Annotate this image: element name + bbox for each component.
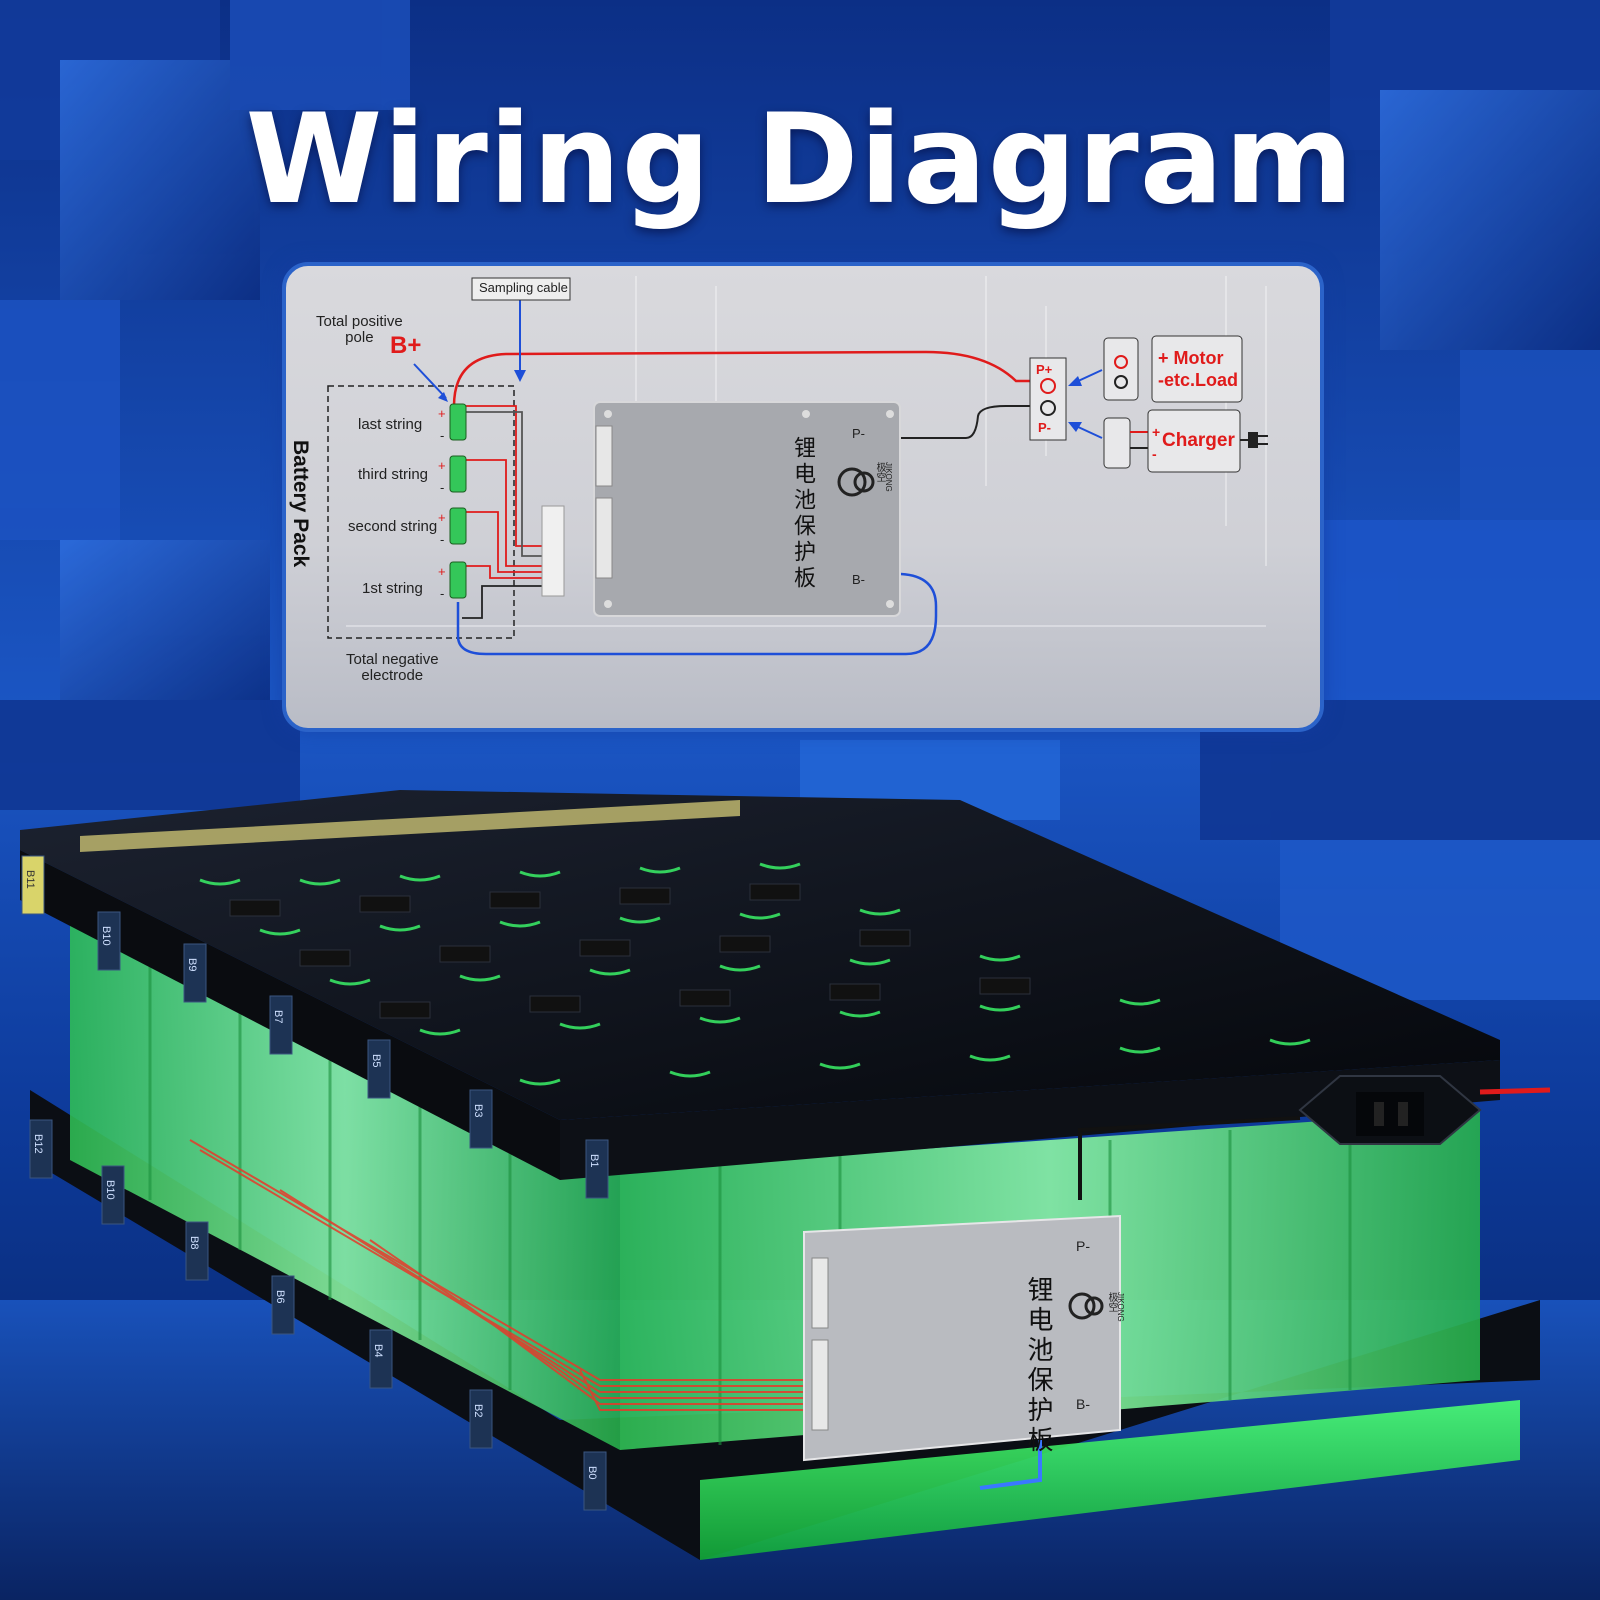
b-plus-label: B+ (390, 332, 422, 359)
pack-board-brand: JIKONG (1116, 1292, 1125, 1322)
charger-connector (1103, 417, 1131, 469)
pack-tag-b9: B9 (186, 958, 198, 972)
pack-tag-b11: B11 (24, 870, 36, 889)
pack-board-chinese-text: 锂电池保护板 (1023, 1276, 1053, 1456)
pack-tag-b7: B7 (272, 1010, 284, 1024)
load-minus-label: -etc.Load (1158, 370, 1239, 390)
board-brand: JIKONG (884, 462, 893, 492)
base-plate (30, 1090, 1540, 1560)
pack-tag-b5: B5 (370, 1054, 382, 1068)
sampling-cable-label: Sampling cable (479, 280, 568, 295)
pack-tag-b10-top: B10 (100, 926, 112, 946)
black-cable (1078, 1116, 1301, 1200)
pack-board-brand-cn: 极空 (1106, 1292, 1117, 1312)
string-label-last: last string (358, 416, 423, 433)
pack-tag-b6: B6 (274, 1290, 286, 1304)
cell-plus-2: + (438, 458, 446, 473)
load-box (1151, 335, 1243, 403)
p-terminal-block (1029, 357, 1067, 441)
board-chinese-text: 锂电池保护板 (790, 436, 815, 592)
sampling-cable-box (471, 277, 571, 301)
terminal-p-minus-label: P- (1038, 420, 1051, 435)
board-brand-cn: 极空 (874, 462, 885, 482)
wiring-diagram-lines (327, 276, 1268, 656)
cell-minus-3: - (440, 532, 445, 547)
string-label-third: third string (358, 466, 429, 483)
page-title: Wiring Diagram (245, 88, 1355, 232)
pack-blue-wire (979, 1440, 1042, 1490)
pack-tag-b3: B3 (472, 1104, 484, 1118)
string-tags (21, 855, 609, 1511)
wiring-diagram-panel: Sampling cable Total positive pole B+ la… (282, 262, 1324, 732)
red-cable (1479, 1087, 1551, 1095)
pack-board-p-minus: P- (1076, 1238, 1090, 1254)
pack-tag-b10-bottom: B10 (104, 1180, 116, 1200)
cell-plus-1: + (438, 406, 446, 421)
battery-pack-box (327, 385, 515, 639)
top-holder (20, 790, 1500, 1120)
total-negative-electrode-label: Total negative electrode (346, 651, 439, 684)
cell-minus-2: - (440, 480, 445, 495)
board-b-minus-label: B- (852, 572, 865, 587)
green-base-glow (700, 1400, 1520, 1560)
pack-board-cloud-icon (1068, 1292, 1104, 1320)
terminal-p-plus-label: P+ (1036, 362, 1053, 377)
load-plus-label: + Motor (1158, 348, 1224, 368)
positive-wire (452, 350, 1038, 407)
charger-label: Charger (1162, 430, 1235, 451)
pack-tag-b12: B12 (32, 1134, 44, 1154)
battery-cells (449, 403, 467, 599)
cell-minus-4: - (440, 586, 445, 601)
nickel-tabs (229, 883, 1031, 1019)
string-label-1st: 1st string (362, 580, 423, 597)
pack-tag-b4: B4 (372, 1344, 384, 1358)
negative-wire (456, 572, 938, 656)
sampling-connector (541, 505, 565, 597)
pack-tag-b8: B8 (188, 1236, 200, 1250)
cell-plus-4: + (438, 564, 446, 579)
cloud-logo-icon (837, 467, 875, 497)
charger-minus-label: - (1152, 446, 1157, 462)
total-positive-pole-label: Total positive pole (316, 313, 403, 346)
cell-plus-3: + (438, 510, 446, 525)
pack-tag-b0: B0 (586, 1466, 598, 1480)
charger-plus-label: + (1152, 424, 1161, 440)
board-p-minus-label: P- (852, 426, 865, 441)
pack-tag-b1: B1 (588, 1154, 600, 1168)
plug-icon (1240, 432, 1268, 448)
cell-minus-1: - (440, 428, 445, 443)
sampling-wires (189, 1139, 820, 1411)
cell-glow-slots (199, 862, 1311, 1086)
pack-bms-board (803, 1214, 1121, 1462)
string-label-second: second string (348, 518, 438, 535)
pack-tag-b2: B2 (472, 1404, 484, 1418)
yellow-strip (80, 800, 740, 852)
pack-board-b-minus: B- (1076, 1396, 1090, 1412)
p-minus-wire (896, 405, 1038, 439)
